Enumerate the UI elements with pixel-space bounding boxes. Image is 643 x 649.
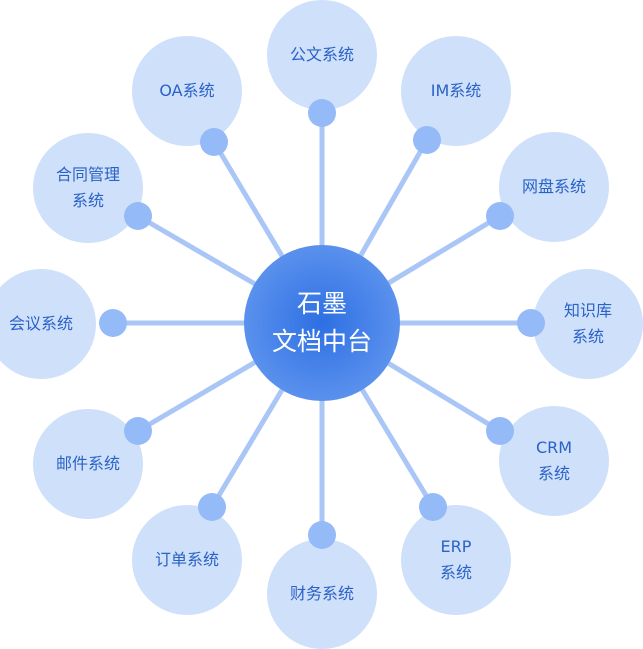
system-node: 知识库 系统: [533, 269, 643, 379]
system-node: OA系统: [132, 36, 242, 146]
connector-dot: [413, 126, 441, 154]
connector-dot: [486, 417, 514, 445]
system-label: 邮件系统: [55, 454, 120, 473]
system-label: OA系统: [159, 81, 215, 100]
system-label: 财务系统: [289, 584, 354, 603]
system-label: 知识库 系统: [563, 301, 612, 346]
system-label: CRM 系统: [535, 438, 573, 483]
connector-dot: [517, 309, 545, 337]
center-hub: 石墨 文档中台: [244, 245, 400, 401]
system-label: 订单系统: [154, 550, 219, 569]
connector-dot: [486, 202, 514, 230]
system-node: 合同管理 系统: [33, 133, 143, 243]
connector-dot: [99, 309, 127, 337]
system-label: 网盘系统: [521, 177, 586, 196]
connector-dot: [124, 202, 152, 230]
connector-dot: [200, 128, 228, 156]
system-label: ERP 系统: [439, 537, 472, 582]
system-node: 订单系统: [132, 505, 242, 615]
center-title-line1: 石墨: [296, 289, 347, 318]
system-label: IM系统: [430, 81, 482, 100]
system-node: CRM 系统: [499, 406, 609, 516]
system-node: 会议系统: [0, 269, 96, 379]
system-node: ERP 系统: [401, 505, 511, 615]
system-node: 公文系统: [267, 0, 377, 110]
connector-dot: [124, 417, 152, 445]
center-title-line2: 文档中台: [271, 327, 372, 356]
system-node: 财务系统: [267, 539, 377, 649]
connector-dot: [308, 99, 336, 127]
system-label: 公文系统: [289, 45, 354, 64]
connector-dot: [308, 521, 336, 549]
system-label: 合同管理 系统: [55, 165, 120, 210]
system-node: 网盘系统: [499, 132, 609, 242]
connector-dot: [198, 493, 226, 521]
connector-dot: [419, 493, 447, 521]
system-label: 会议系统: [8, 314, 73, 333]
